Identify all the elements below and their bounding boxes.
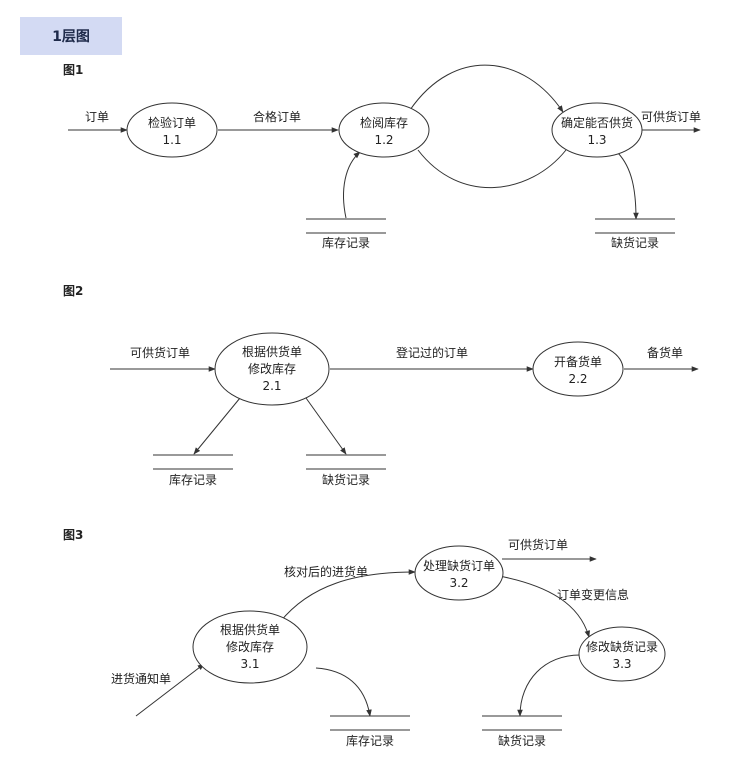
flow-1-2-to-1-3-top <box>409 64 564 113</box>
flow-label-stock-slip: 备货单 <box>647 345 683 360</box>
process-2-1-id: 2.1 <box>262 379 281 393</box>
flow-3-1-to-inventory <box>315 667 372 717</box>
process-1-3-name: 确定能否供货 <box>561 115 633 130</box>
flow-label-available-order: 可供货订单 <box>641 109 701 124</box>
flow-1-3-to-shortage <box>617 152 639 220</box>
page-title: 1层图 <box>20 17 122 55</box>
flow-1-2-to-1-3-bottom <box>417 149 567 189</box>
store-shortage-3-label: 缺货记录 <box>498 733 546 748</box>
process-1-2 <box>338 102 430 158</box>
process-1-2-name: 检阅库存 <box>360 115 408 130</box>
flow-label-order: 订单 <box>85 110 109 124</box>
figure-2-label: 图2 <box>63 284 84 298</box>
store-shortage-2-label: 缺货记录 <box>322 472 370 487</box>
process-1-1-name: 检验订单 <box>148 115 196 130</box>
flow-store-to-1-2 <box>343 151 361 219</box>
process-2-1-name-line2: 修改库存 <box>248 361 296 376</box>
process-3-1-name-line1: 根据供货单 <box>220 622 280 637</box>
process-2-1-name-line1: 根据供货单 <box>242 344 302 359</box>
process-2-2-name: 开备货单 <box>554 354 602 369</box>
store-shortage-1-label: 缺货记录 <box>611 235 659 250</box>
flow-label-qualified-order: 合格订单 <box>253 109 301 124</box>
process-2-1 <box>214 332 330 406</box>
flow-2-1-to-shortage <box>305 397 347 455</box>
store-inventory-3-label: 库存记录 <box>346 733 394 748</box>
flow-label-arrival-notice: 进货通知单 <box>111 671 171 686</box>
process-1-2-id: 1.2 <box>374 133 393 147</box>
process-1-1 <box>126 102 218 158</box>
process-2-2-id: 2.2 <box>568 372 587 386</box>
store-inventory-1-label: 库存记录 <box>322 235 370 250</box>
process-1-1-id: 1.1 <box>162 133 181 147</box>
flow-order-change-info <box>493 574 590 638</box>
figure-2: 根据供货单 修改库存 2.1 开备货单 2.2 库存记录 缺货记录 可供货订单 … <box>110 332 699 487</box>
process-3-2-name: 处理缺货订单 <box>423 558 495 573</box>
flow-2-1-to-inventory <box>193 397 241 455</box>
flow-checked-receipt <box>279 569 416 623</box>
figure-1: 检验订单 1.1 检阅库存 1.2 确定能否供货 1.3 库存记录 缺货记录 订… <box>68 64 701 250</box>
process-3-3 <box>578 626 666 682</box>
store-inventory-2-label: 库存记录 <box>169 472 217 487</box>
figure-3-label: 图3 <box>63 528 84 542</box>
flow-label-order-change-info: 订单变更信息 <box>557 587 629 602</box>
process-1-3-id: 1.3 <box>587 133 606 147</box>
process-2-2 <box>532 341 624 397</box>
flow-label-available-order-2: 可供货订单 <box>130 345 190 360</box>
process-3-1-id: 3.1 <box>240 657 259 671</box>
figure-1-label: 图1 <box>63 63 84 77</box>
flow-3-3-to-shortage <box>517 654 581 717</box>
process-1-3 <box>551 102 643 158</box>
flow-label-registered-order: 登记过的订单 <box>396 345 468 360</box>
flow-arrival-notice-in <box>135 663 205 717</box>
process-3-1 <box>192 610 308 684</box>
flow-label-available-order-3: 可供货订单 <box>508 537 568 552</box>
flow-label-checked-receipt: 核对后的进货单 <box>284 564 368 579</box>
process-3-1-name-line2: 修改库存 <box>226 639 274 654</box>
process-3-2 <box>414 545 504 601</box>
figure-3: 根据供货单 修改库存 3.1 处理缺货订单 3.2 修改缺货记录 3.3 库存记… <box>111 537 666 748</box>
process-3-3-id: 3.3 <box>612 657 631 671</box>
process-3-3-name: 修改缺货记录 <box>586 639 658 654</box>
process-3-2-id: 3.2 <box>449 576 468 590</box>
